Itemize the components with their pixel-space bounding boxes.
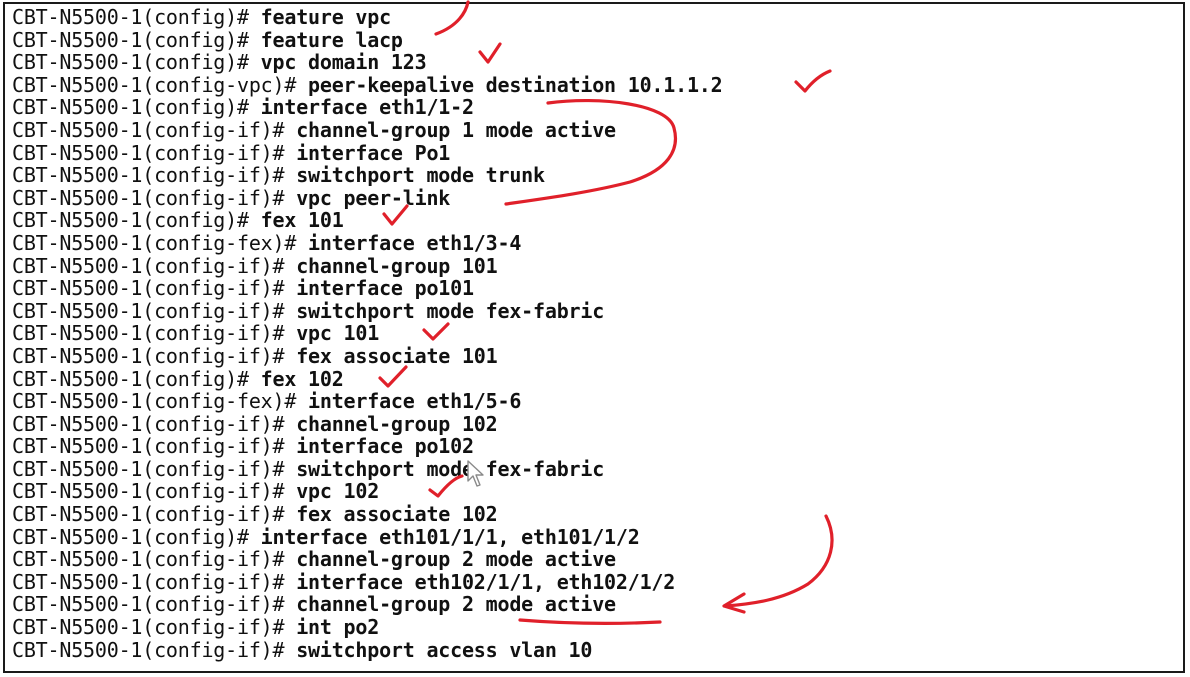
cli-prompt: CBT-N5500-1(config-fex)# [12,230,297,255]
cli-prompt: CBT-N5500-1(config-if)# [12,276,285,301]
cli-command: feature vpc [260,5,391,29]
cli-command: channel-group 102 [296,411,498,436]
terminal-line: CBT-N5500-1(config)# vpc domain 123 [12,51,722,74]
cli-command: switchport access vlan 10 [296,637,593,662]
cli-prompt: CBT-N5500-1(config)# [12,524,249,549]
cli-prompt: CBT-N5500-1(config-if)# [12,298,285,323]
cli-prompt: CBT-N5500-1(config-fex)# [12,389,297,414]
cli-command: vpc 102 [296,479,380,504]
cli-prompt: CBT-N5500-1(config-if)# [12,615,285,640]
terminal-line: CBT-N5500-1(config)# fex 102 [12,366,722,391]
cli-command: switchport mode trunk [296,163,545,188]
cli-command: interface eth1/5-6 [308,389,522,414]
cli-prompt: CBT-N5500-1(config)# [12,366,249,391]
terminal-line: CBT-N5500-1(config-if)# switchport mode … [12,298,722,323]
cli-command: vpc domain 123 [260,50,427,75]
cli-command: interface po101 [296,276,474,301]
terminal-line: CBT-N5500-1(config-if)# switchport mode … [12,458,722,481]
terminal-line: CBT-N5500-1(config)# feature vpc [12,6,722,29]
cli-command: fex associate 101 [296,343,498,368]
cli-command: interface po102 [296,434,474,459]
cli-command: int po2 [296,615,380,640]
terminal-line: CBT-N5500-1(config-vpc)# peer-keepalive … [12,72,723,97]
terminal-line: CBT-N5500-1(config)# fex 101 [12,209,722,232]
cli-command: channel-group 1 mode active [296,117,616,142]
cli-prompt: CBT-N5500-1(config-if)# [12,592,285,617]
cli-command: vpc 101 [296,321,380,346]
cli-command: interface Po1 [296,140,451,165]
terminal-line: CBT-N5500-1(config-if)# vpc 101 [12,322,722,345]
terminal-line: CBT-N5500-1(config-if)# channel-group 2 … [12,593,722,616]
cli-prompt: CBT-N5500-1(config-vpc)# [12,72,297,97]
cli-prompt: CBT-N5500-1(config-if)# [12,253,285,278]
cli-prompt: CBT-N5500-1(config-if)# [12,479,285,504]
terminal-line: CBT-N5500-1(config-if)# switchport mode … [12,164,722,187]
mouse-pointer-icon [467,460,484,487]
terminal-line: CBT-N5500-1(config-if)# interface po102 [12,435,722,458]
cli-prompt: CBT-N5500-1(config)# [12,50,249,75]
cli-command: channel-group 2 mode active [296,547,616,572]
terminal-line: CBT-N5500-1(config-fex)# interface eth1/… [12,232,722,255]
cli-command: interface eth101/1/1, eth101/1/2 [260,524,640,549]
cli-prompt: CBT-N5500-1(config-if)# [12,140,285,165]
cli-command: switchport mode fex-fabric [296,298,605,323]
terminal-line: CBT-N5500-1(config)# interface eth101/1/… [12,524,722,549]
cli-command: fex 101 [260,208,344,233]
terminal-line: CBT-N5500-1(config-if)# int po2 [12,616,722,639]
cli-command: peer-keepalive destination 10.1.1.2 [308,72,723,97]
terminal-line: CBT-N5500-1(config-fex)# interface eth1/… [12,390,722,413]
terminal-line: CBT-N5500-1(config-if)# fex associate 10… [12,345,722,368]
cli-prompt: CBT-N5500-1(config)# [12,5,249,29]
cli-command: fex associate 102 [296,502,498,527]
cli-command: channel-group 2 mode active [296,592,616,617]
cli-prompt: CBT-N5500-1(config-if)# [12,456,285,481]
cli-prompt: CBT-N5500-1(config)# [12,208,249,233]
cli-command: feature lacp [260,27,403,52]
cli-prompt: CBT-N5500-1(config-if)# [12,343,285,368]
cli-command: vpc peer-link [296,185,451,210]
terminal-line: CBT-N5500-1(config)# interface eth1/1-2 [12,96,722,119]
cli-prompt: CBT-N5500-1(config-if)# [12,547,285,572]
terminal-line: CBT-N5500-1(config-if)# channel-group 2 … [12,548,722,571]
cli-prompt: CBT-N5500-1(config-if)# [12,502,285,527]
cli-prompt: CBT-N5500-1(config-if)# [12,569,285,594]
terminal-line: CBT-N5500-1(config-if)# channel-group 1 … [12,119,722,142]
cli-prompt: CBT-N5500-1(config-if)# [12,434,285,459]
terminal-line: CBT-N5500-1(config)# feature lacp [12,27,722,52]
cli-command: switchport mode fex-fabric [296,456,605,481]
cli-prompt: CBT-N5500-1(config-if)# [12,411,285,436]
cli-prompt: CBT-N5500-1(config-if)# [12,185,285,210]
terminal-line: CBT-N5500-1(config-if)# interface eth102… [12,571,722,594]
terminal-line: CBT-N5500-1(config-if)# channel-group 10… [12,253,722,278]
cli-prompt: CBT-N5500-1(config-if)# [12,163,285,188]
terminal-line: CBT-N5500-1(config-if)# interface po101 [12,277,722,300]
cli-prompt: CBT-N5500-1(config-if)# [12,321,285,346]
cli-prompt: CBT-N5500-1(config)# [12,95,249,120]
cli-command: interface eth1/1-2 [260,95,474,120]
terminal-line: CBT-N5500-1(config-if)# switchport acces… [12,637,722,662]
cli-prompt: CBT-N5500-1(config-if)# [12,637,285,662]
cli-command: fex 102 [260,366,344,391]
cli-command: channel-group 101 [296,253,498,278]
cli-prompt: CBT-N5500-1(config-if)# [12,117,285,142]
cli-command: interface eth1/3-4 [308,230,522,255]
terminal-line: CBT-N5500-1(config-if)# fex associate 10… [12,503,722,526]
cli-command: interface eth102/1/1, eth102/1/2 [296,569,676,594]
terminal-line: CBT-N5500-1(config-if)# channel-group 10… [12,411,722,436]
terminal-line: CBT-N5500-1(config-if)# vpc 102 [12,480,722,503]
terminal-line: CBT-N5500-1(config-if)# interface Po1 [12,140,722,165]
terminal-line: CBT-N5500-1(config-if)# vpc peer-link [12,185,722,210]
cli-prompt: CBT-N5500-1(config)# [12,27,249,52]
